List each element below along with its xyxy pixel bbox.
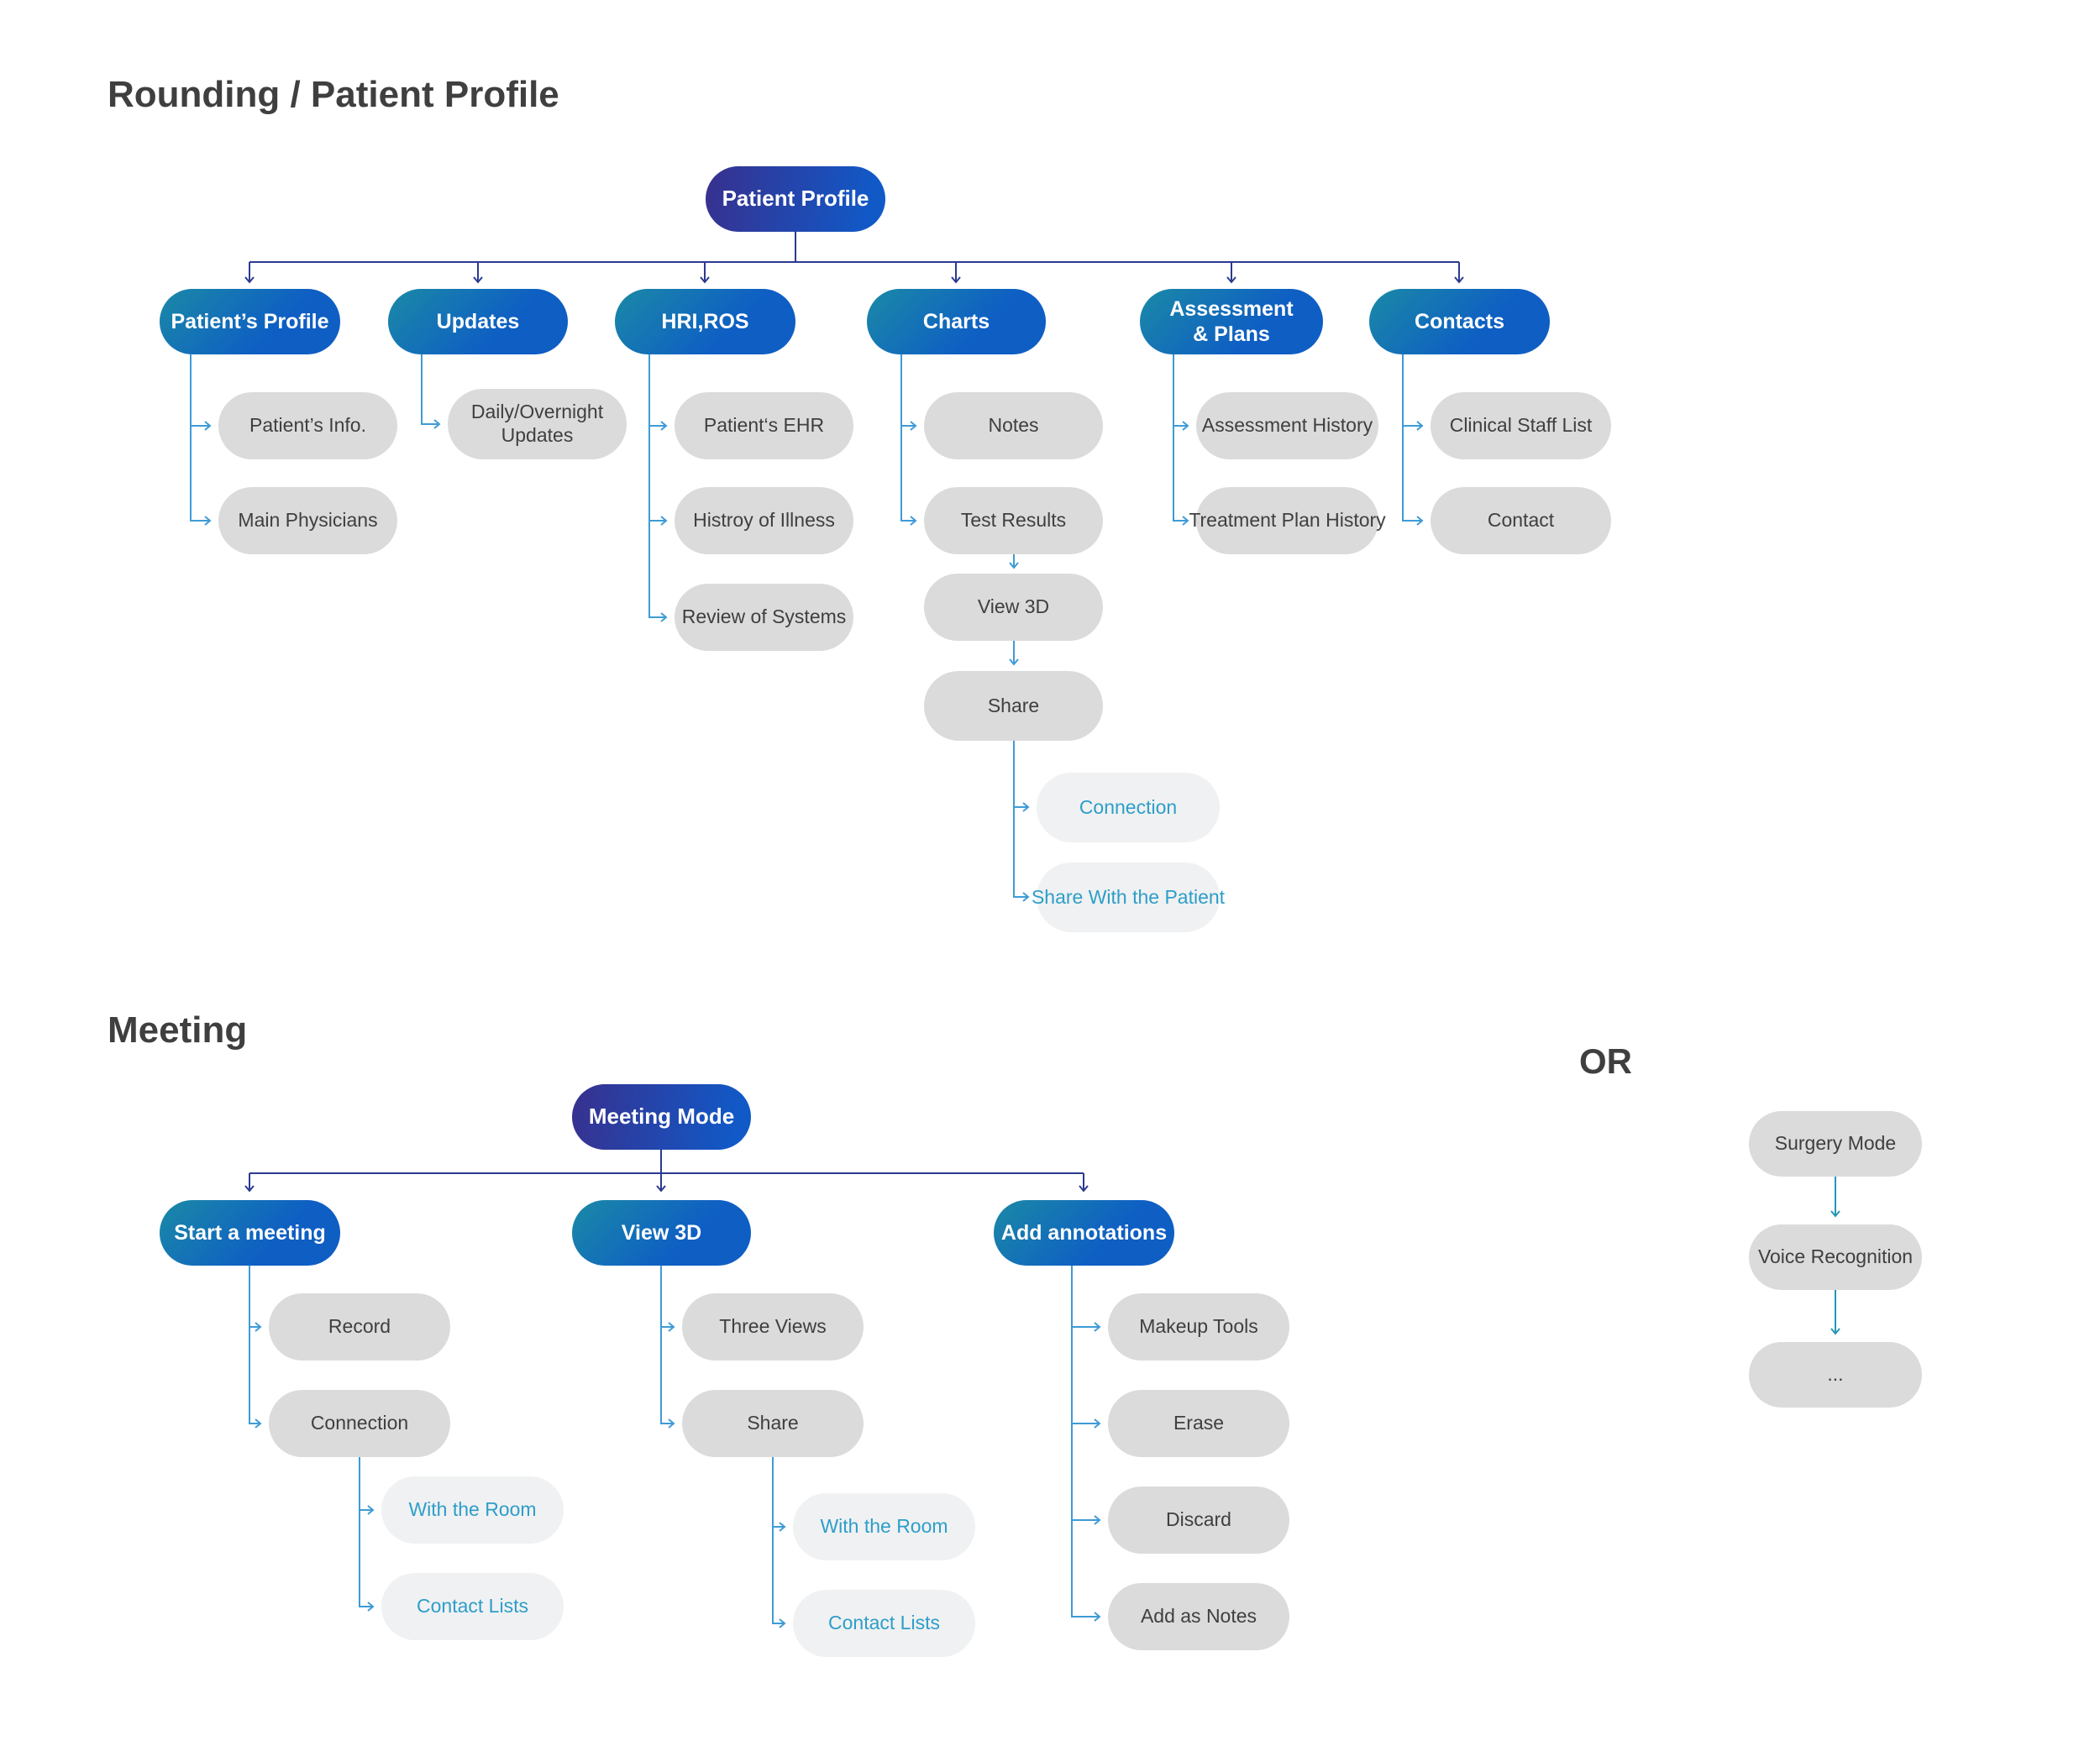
node-main-physicians: Main Physicians <box>218 487 397 554</box>
node-hri-ros: HRI,ROS <box>615 289 795 354</box>
node-voice-recognition: Voice Recognition <box>1749 1224 1922 1290</box>
node-meeting-mode: Meeting Mode <box>572 1084 751 1150</box>
node-start-a-meeting: Start a meeting <box>160 1200 340 1266</box>
node-contact-lists-1: Contact Lists <box>381 1573 564 1640</box>
node-charts: Charts <box>867 289 1046 354</box>
node-add-annotations: Add annotations <box>994 1200 1174 1266</box>
node-connection-meeting: Connection <box>269 1390 450 1457</box>
node-share-with-the-patient: Share With the Patient <box>1032 863 1225 932</box>
node-patient-profile-root: Patient Profile <box>706 166 885 232</box>
node-patients-ehr: Patient‘s EHR <box>675 392 853 459</box>
node-surgery-mode: Surgery Mode <box>1749 1111 1922 1177</box>
node-treatment-plan-history: Treatment Plan History <box>1189 487 1386 554</box>
node-ellipsis: ... <box>1749 1342 1922 1408</box>
node-updates: Updates <box>388 289 568 354</box>
node-notes: Notes <box>924 392 1103 459</box>
node-connection: Connection <box>1037 773 1220 842</box>
node-contact: Contact <box>1431 487 1611 554</box>
node-with-the-room-1: With the Room <box>381 1476 564 1544</box>
node-erase: Erase <box>1108 1390 1289 1457</box>
node-test-results: Test Results <box>924 487 1103 554</box>
node-view-3d-meeting: View 3D <box>572 1200 751 1266</box>
section-title-rounding: Rounding / Patient Profile <box>108 74 559 115</box>
node-clinical-staff-list: Clinical Staff List <box>1431 392 1611 459</box>
node-review-of-systems: Review of Systems <box>675 584 853 651</box>
node-three-views: Three Views <box>682 1293 864 1361</box>
node-history-of-illness: Histroy of Illness <box>675 487 853 554</box>
node-daily-overnight-updates: Daily/Overnight Updates <box>448 389 627 459</box>
node-assessment-history: Assessment History <box>1196 392 1378 459</box>
child-connectors <box>190 354 1424 1628</box>
or-label: OR <box>1579 1041 1632 1081</box>
node-makeup-tools: Makeup Tools <box>1108 1293 1289 1361</box>
node-share: Share <box>924 671 1103 741</box>
tree-connectors-meeting <box>244 1150 1089 1193</box>
section-title-meeting: Meeting <box>108 1009 248 1051</box>
node-add-as-notes: Add as Notes <box>1108 1583 1289 1650</box>
node-patients-info: Patient’s Info. <box>218 392 397 459</box>
node-view-3d: View 3D <box>924 574 1103 641</box>
node-contact-lists-2: Contact Lists <box>793 1590 975 1657</box>
node-patients-profile: Patient’s Profile <box>160 289 340 354</box>
node-record: Record <box>269 1293 450 1361</box>
node-discard: Discard <box>1108 1486 1289 1554</box>
node-with-the-room-2: With the Room <box>793 1493 975 1560</box>
node-contacts: Contacts <box>1369 289 1550 354</box>
node-assessment-plans: Assessment & Plans <box>1140 289 1323 354</box>
node-share-meeting: Share <box>682 1390 864 1457</box>
tree-connectors-rounding <box>244 230 1464 284</box>
